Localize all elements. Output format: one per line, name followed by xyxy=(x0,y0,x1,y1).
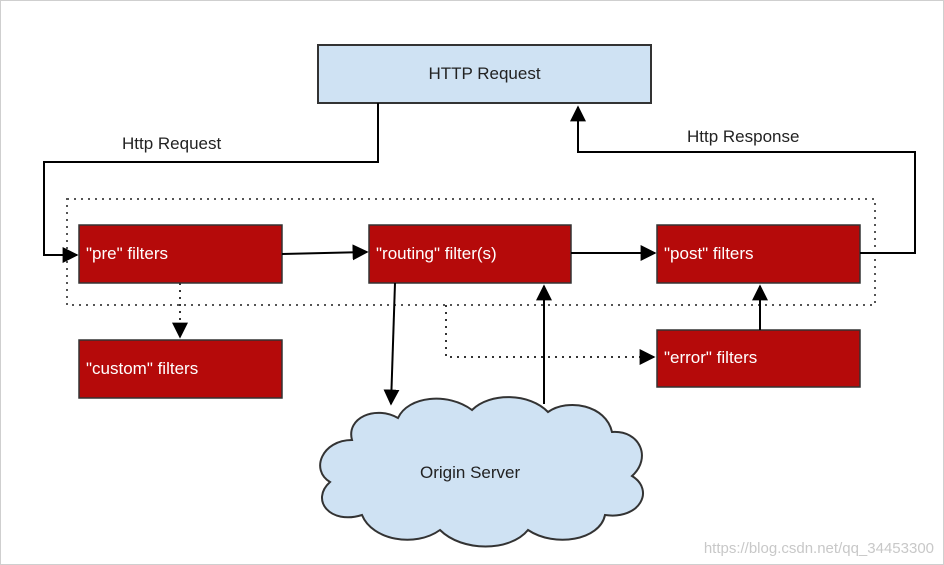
pre-filters-box xyxy=(78,224,283,284)
routing-filters-box xyxy=(368,224,572,284)
routing-to-origin-arrow xyxy=(383,282,400,406)
pre-filters-label: "pre" filters xyxy=(86,244,168,263)
post-filters-label: "post" filters xyxy=(664,244,754,263)
error-filters-box xyxy=(656,329,861,388)
http-request-edge-label: Http Request xyxy=(122,134,222,153)
watermark-url: https://blog.csdn.net/qq_34453300 xyxy=(703,540,934,557)
post-filters-box xyxy=(656,224,861,284)
origin-server-label: Origin Server xyxy=(420,463,521,482)
routing-filters-label: "routing" filter(s) xyxy=(376,244,497,263)
response-out-arrow xyxy=(570,105,916,254)
pre-to-routing-arrow xyxy=(281,244,369,261)
custom-filters-label: "custom" filters xyxy=(86,359,199,378)
http-request-box xyxy=(317,44,652,104)
custom-filters-box xyxy=(78,339,283,399)
chain-to-error-arrow xyxy=(445,305,656,365)
error-filters-label: "error" filters xyxy=(664,348,758,367)
http-response-edge-label: Http Response xyxy=(687,127,800,146)
http-request-box-label: HTTP Request xyxy=(428,64,541,83)
request-in-arrow xyxy=(43,103,379,263)
origin-server-cloud xyxy=(319,396,644,548)
